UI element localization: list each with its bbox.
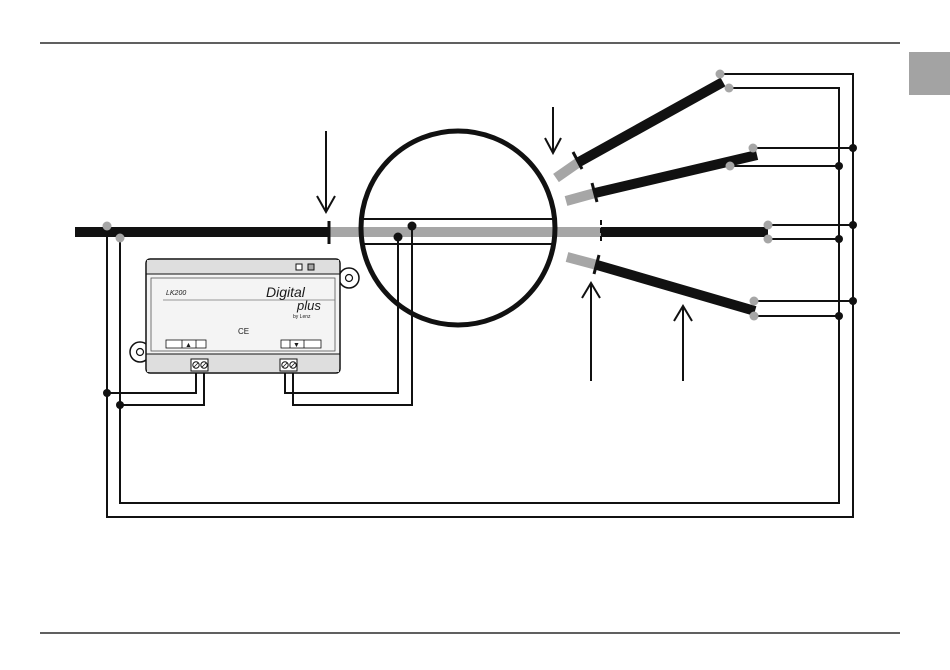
arrow-up-branch-4 — [674, 306, 692, 381]
indicator-led-1 — [296, 264, 302, 270]
arrow-down-branch-gap — [545, 107, 561, 153]
screw-terminal-left — [191, 359, 208, 371]
lk200-module: LK200 Digital plus by Lenz CE ▲ ▼ — [130, 259, 359, 373]
arrow-up-right-gap — [582, 283, 600, 381]
module-footer — [147, 354, 339, 372]
arrow-down-left-gap — [317, 131, 335, 212]
branch-track-4 — [597, 265, 755, 311]
module-model-label: LK200 — [166, 290, 186, 297]
brand-logo-plus: plus — [296, 298, 321, 313]
branch-track-2-isolated — [566, 193, 595, 201]
branch-track-2 — [595, 155, 757, 193]
mounting-ear-right — [339, 268, 359, 288]
screw-terminal-right — [280, 359, 297, 371]
branch-track-1-isolated — [556, 162, 579, 178]
branch-track-4-isolated — [567, 257, 597, 265]
section-tab — [909, 52, 950, 95]
ce-mark: CE — [238, 327, 249, 336]
terminal-symbol-right: ▼ — [293, 342, 300, 349]
brand-logo-by-lenz: by Lenz — [293, 314, 311, 320]
branch-track-1 — [579, 82, 723, 162]
terminal-symbol-left: ▲ — [185, 342, 192, 349]
indicator-led-2 — [308, 264, 314, 270]
terminal-label-right — [281, 340, 321, 348]
